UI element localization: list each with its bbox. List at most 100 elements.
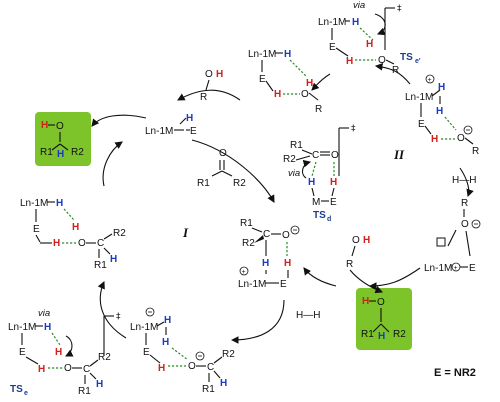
svg-text:+: + bbox=[428, 77, 432, 84]
intermediate-right-lower: R O Ln-1M + E bbox=[424, 198, 481, 274]
svg-text:H: H bbox=[216, 69, 223, 80]
svg-text:H: H bbox=[362, 296, 369, 307]
svg-text:H: H bbox=[431, 134, 438, 145]
svg-text:H: H bbox=[56, 198, 63, 209]
svg-text:e': e' bbox=[415, 58, 421, 65]
svg-text:E: E bbox=[280, 279, 287, 290]
svg-text:C: C bbox=[83, 364, 90, 375]
svg-text:E: E bbox=[330, 197, 337, 208]
svg-text:H: H bbox=[330, 177, 337, 188]
svg-text:R1: R1 bbox=[197, 178, 210, 189]
svg-text:H: H bbox=[158, 363, 165, 374]
svg-text:O: O bbox=[461, 219, 469, 230]
cycle-arrows-II bbox=[303, 62, 474, 294]
svg-text:E: E bbox=[418, 119, 425, 130]
svg-text:e: e bbox=[24, 390, 28, 397]
svg-text:O: O bbox=[188, 361, 196, 372]
svg-text:O: O bbox=[331, 150, 339, 161]
svg-text:+: + bbox=[454, 265, 458, 272]
svg-text:R1: R1 bbox=[202, 384, 215, 395]
svg-text:H: H bbox=[220, 378, 227, 389]
intermediate-top-center: Ln-1M H E H H O R O H R bbox=[200, 49, 322, 115]
svg-text:O: O bbox=[64, 363, 72, 374]
svg-text:H: H bbox=[44, 322, 51, 333]
dihydrogen-lower: H—H bbox=[296, 310, 320, 321]
ts-e: via Ln-1M H E H H O C R2 H R1 ‡ TS e bbox=[8, 308, 121, 397]
svg-text:H: H bbox=[41, 120, 48, 131]
svg-text:O: O bbox=[282, 230, 290, 241]
svg-text:H: H bbox=[284, 49, 291, 60]
svg-text:H: H bbox=[164, 315, 171, 326]
svg-text:O: O bbox=[78, 238, 86, 249]
svg-text:C: C bbox=[207, 362, 214, 373]
alcohol-free: O H R bbox=[346, 235, 370, 270]
intermediate-left-middle: Ln-1M H E H H O C R2 H R1 bbox=[20, 198, 126, 271]
svg-text:R2: R2 bbox=[113, 228, 126, 239]
svg-text:‡: ‡ bbox=[397, 4, 402, 14]
ketone: O R1 R2 bbox=[197, 148, 246, 189]
svg-text:R1: R1 bbox=[40, 147, 53, 158]
svg-text:H: H bbox=[38, 364, 45, 375]
svg-text:O: O bbox=[457, 133, 465, 144]
svg-text:H: H bbox=[306, 78, 313, 89]
svg-text:Ln-1M: Ln-1M bbox=[248, 49, 276, 60]
svg-text:Ln-1M: Ln-1M bbox=[20, 198, 48, 209]
legend-e-definition: E = NR2 bbox=[434, 367, 476, 379]
svg-text:H: H bbox=[284, 258, 291, 269]
svg-text:R2: R2 bbox=[283, 154, 296, 165]
svg-text:R2: R2 bbox=[222, 349, 235, 360]
svg-text:E: E bbox=[469, 263, 476, 274]
svg-text:H: H bbox=[363, 235, 370, 246]
svg-text:E: E bbox=[33, 224, 40, 235]
intermediate-bottom-middle: Ln-1M H H E H O C R2 H R1 bbox=[130, 307, 235, 395]
svg-text:R2: R2 bbox=[233, 178, 246, 189]
svg-text:H: H bbox=[57, 149, 64, 160]
svg-text:H: H bbox=[162, 337, 169, 348]
svg-text:TS: TS bbox=[313, 210, 326, 221]
svg-text:O: O bbox=[352, 235, 360, 246]
svg-text:O: O bbox=[377, 297, 385, 308]
svg-text:‡: ‡ bbox=[351, 124, 356, 134]
svg-text:H: H bbox=[378, 331, 385, 342]
svg-text:H: H bbox=[55, 347, 62, 358]
svg-text:C: C bbox=[312, 150, 319, 161]
svg-text:via: via bbox=[38, 308, 50, 319]
intermediate-right-upper: + Ln-1M H H E H O R bbox=[405, 74, 479, 157]
svg-text:H: H bbox=[352, 17, 359, 28]
svg-text:R: R bbox=[392, 65, 399, 76]
svg-text:H: H bbox=[110, 254, 117, 265]
cycle-label-I: I bbox=[182, 225, 189, 240]
svg-text:via: via bbox=[288, 168, 300, 179]
svg-text:R1: R1 bbox=[290, 140, 303, 151]
svg-text:+: + bbox=[242, 269, 246, 276]
svg-text:O: O bbox=[301, 89, 309, 100]
svg-text:H: H bbox=[72, 222, 79, 233]
cycle-label-II: II bbox=[393, 147, 405, 162]
ts-d: R1 R2 C O ‡ via H H M E TS d bbox=[283, 124, 356, 223]
svg-text:E: E bbox=[259, 74, 266, 85]
svg-text:R1: R1 bbox=[240, 218, 253, 229]
svg-text:R1: R1 bbox=[78, 386, 91, 397]
svg-text:R: R bbox=[346, 259, 353, 270]
svg-text:Ln-1M: Ln-1M bbox=[130, 322, 158, 333]
svg-text:H: H bbox=[53, 238, 60, 249]
svg-text:R: R bbox=[315, 104, 322, 115]
svg-text:O: O bbox=[378, 55, 386, 66]
ts-e-prime: via Ln-1M H E H H O R ‡ TS e' bbox=[318, 0, 421, 76]
svg-text:R2: R2 bbox=[242, 238, 255, 249]
svg-text:TS: TS bbox=[10, 384, 23, 395]
product-box-top-left: H O R1 H R2 bbox=[35, 112, 91, 166]
cycle-arrows-I bbox=[91, 89, 285, 344]
svg-text:Ln-1M: Ln-1M bbox=[424, 263, 452, 274]
svg-text:M: M bbox=[312, 197, 320, 208]
svg-text:d: d bbox=[327, 216, 331, 223]
svg-text:TS: TS bbox=[400, 52, 413, 63]
svg-text:O: O bbox=[56, 121, 64, 132]
svg-text:R2: R2 bbox=[393, 329, 406, 340]
intermediate-center-alkoxide: R1 R2 C O H H + Ln-1M E bbox=[238, 218, 300, 290]
svg-text:R: R bbox=[472, 146, 479, 157]
product-box-lower: H O R1 H R2 bbox=[356, 288, 412, 350]
svg-text:Ln-1M: Ln-1M bbox=[8, 322, 36, 333]
